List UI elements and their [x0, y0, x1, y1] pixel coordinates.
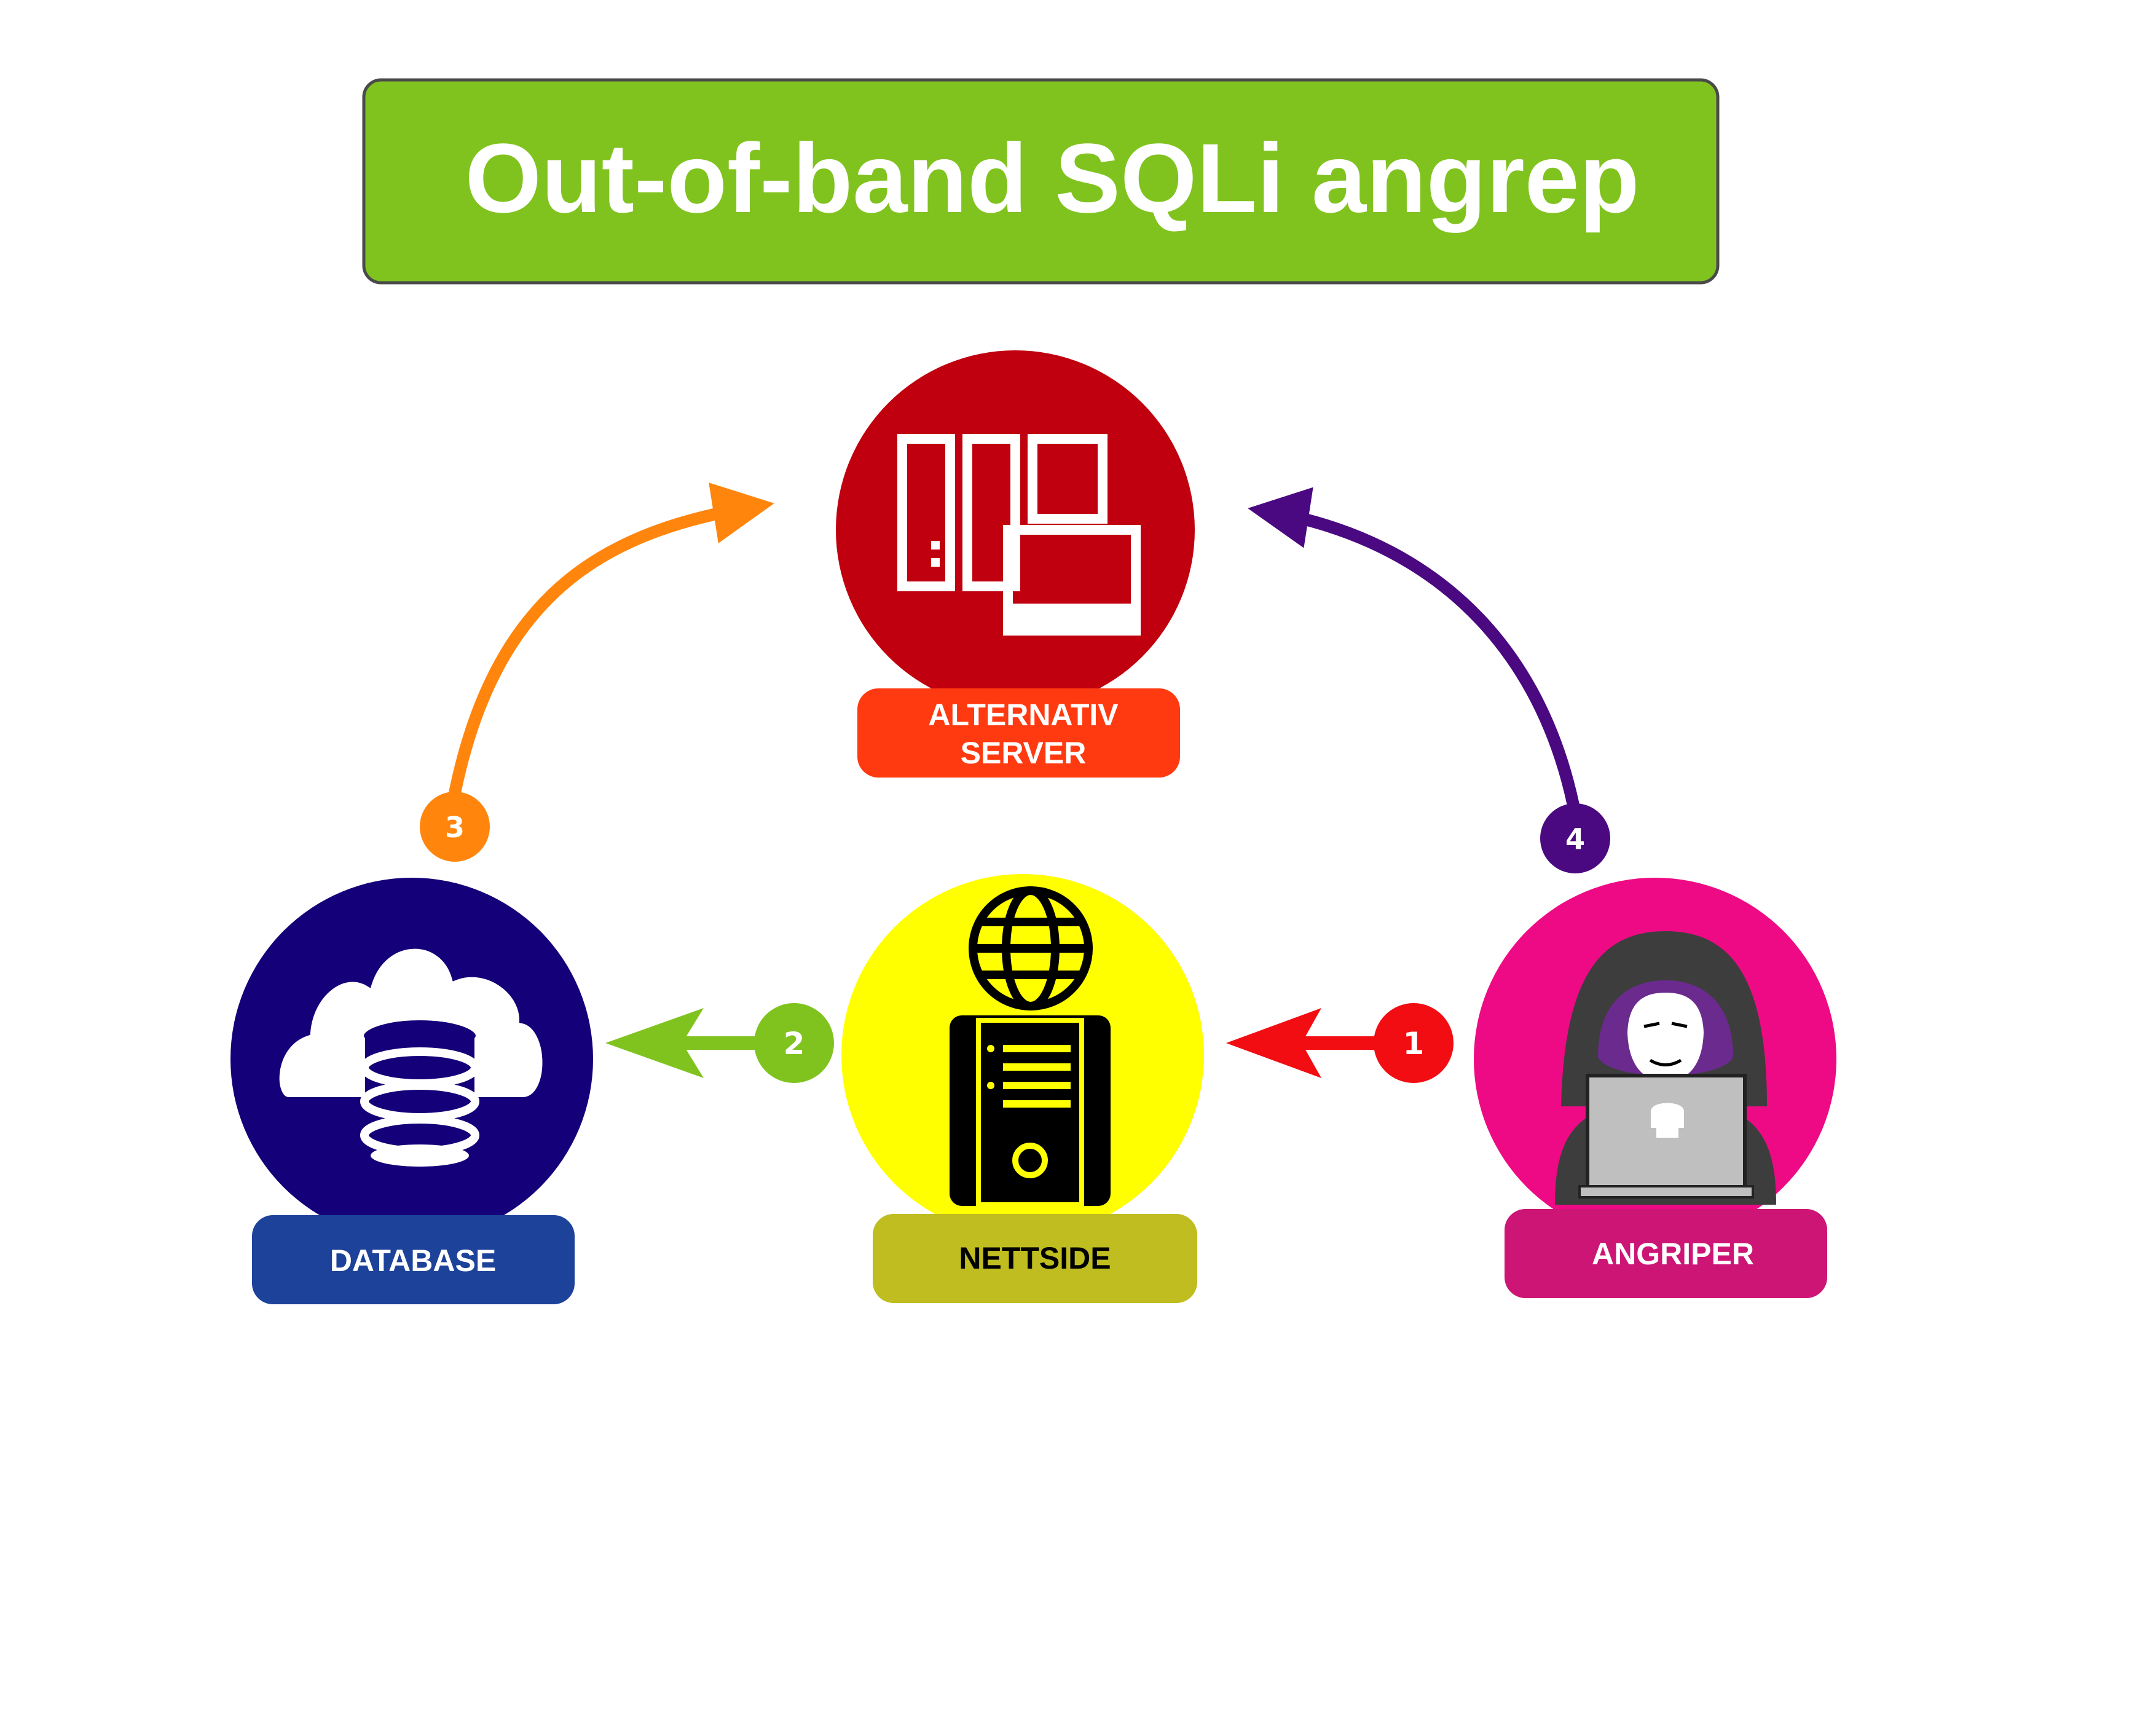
arrow-2-website-to-database: [605, 1008, 762, 1078]
step-number-3: 3: [445, 811, 465, 844]
node-alternative-server: ALTERNATIV SERVER: [836, 350, 1195, 778]
title: Out-of-band SQLi angrep: [465, 123, 1640, 233]
step-badge-2: 2: [754, 1003, 834, 1083]
step-number-1: 1: [1403, 1026, 1425, 1061]
step-badge-3: 3: [420, 792, 490, 862]
arrow-4-attacker-to-server: [1248, 487, 1580, 807]
node-website: NETTSIDE: [841, 874, 1204, 1303]
database-label: DATABASE: [330, 1243, 496, 1278]
node-database: DATABASE: [230, 878, 593, 1304]
website-label: NETTSIDE: [959, 1241, 1111, 1275]
globe-icon: [969, 886, 1093, 1010]
node-attacker: ANGRIPER: [1474, 878, 1836, 1298]
title-banner: Out-of-band SQLi angrep: [362, 78, 1720, 285]
hacker-icon: [1555, 931, 1776, 1205]
server-computer-icon: [897, 434, 1141, 636]
attacker-label: ANGRIPER: [1592, 1237, 1754, 1271]
step-badge-4: 4: [1540, 803, 1610, 873]
server-label-line1: ALTERNATIV: [928, 698, 1119, 732]
server-label-line2: SERVER: [961, 736, 1087, 770]
server-tower-icon: [950, 1015, 1111, 1207]
step-number-2: 2: [784, 1026, 805, 1061]
arrow-1-attacker-to-website: [1226, 1008, 1377, 1078]
step-badge-1: 1: [1374, 1003, 1454, 1083]
step-number-4: 4: [1565, 822, 1585, 856]
cloud-database-icon: [273, 942, 549, 1167]
arrow-3-database-to-server: [449, 482, 774, 795]
